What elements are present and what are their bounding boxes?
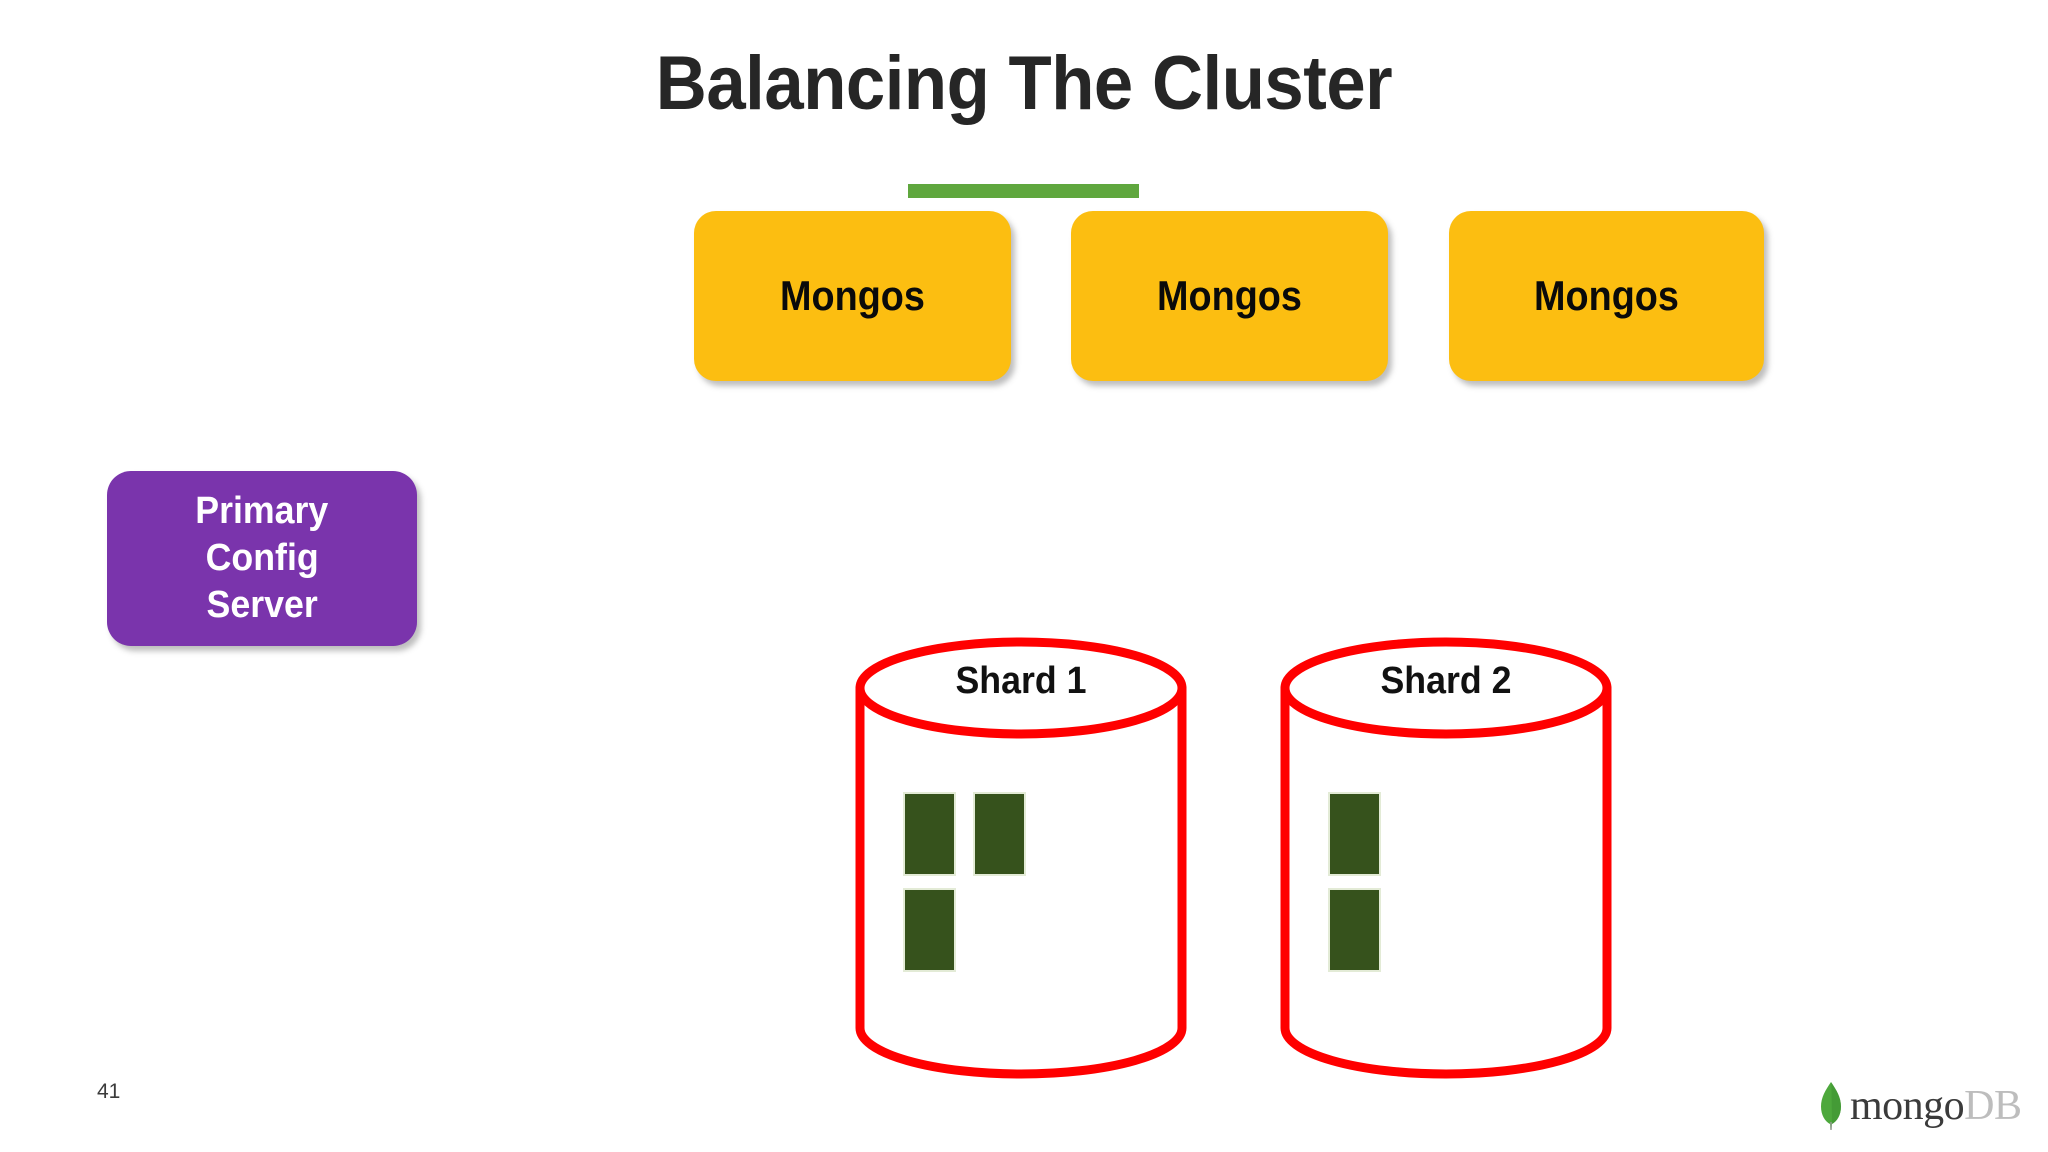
mongos-box-1-label: Mongos [780, 272, 925, 319]
page-title: Balancing The Cluster [655, 41, 1393, 126]
mongos-box-1[interactable]: Mongos [694, 211, 1011, 381]
mongodb-logo: mongoDB [1818, 1080, 2022, 1132]
chunk-s1-c [903, 888, 956, 972]
chunk-s2-b [1328, 888, 1381, 972]
config-server-line-1: Primary [195, 490, 329, 532]
cylinder-shape-icon [855, 637, 1187, 1079]
mongodb-leaf-icon [1818, 1082, 1844, 1130]
cylinder-shape-icon [1280, 637, 1612, 1079]
mongodb-wordmark-db: DB [1964, 1083, 2022, 1129]
mongodb-wordmark-mongo: mongo [1850, 1083, 1965, 1129]
mongos-box-2-label: Mongos [1157, 272, 1302, 319]
config-server-line-3: Server [206, 584, 318, 626]
shard-cylinder-2[interactable]: Shard 2 [1280, 637, 1612, 1079]
page-number: 41 [97, 1080, 121, 1103]
shard-cylinder-1[interactable]: Shard 1 [855, 637, 1187, 1079]
mongos-box-3-label: Mongos [1534, 272, 1679, 319]
shard-2-label: Shard 2 [1380, 660, 1512, 702]
config-server-line-2: Config [205, 537, 319, 579]
primary-config-server-box[interactable]: Primary Config Server [107, 471, 417, 646]
mongos-box-3[interactable]: Mongos [1449, 211, 1764, 381]
mongos-box-2[interactable]: Mongos [1071, 211, 1388, 381]
chunk-s2-a [1328, 792, 1381, 876]
shard-1-label: Shard 1 [955, 660, 1087, 702]
title-accent-rule [908, 184, 1139, 198]
chunk-s1-b [973, 792, 1026, 876]
chunk-s1-a [903, 792, 956, 876]
